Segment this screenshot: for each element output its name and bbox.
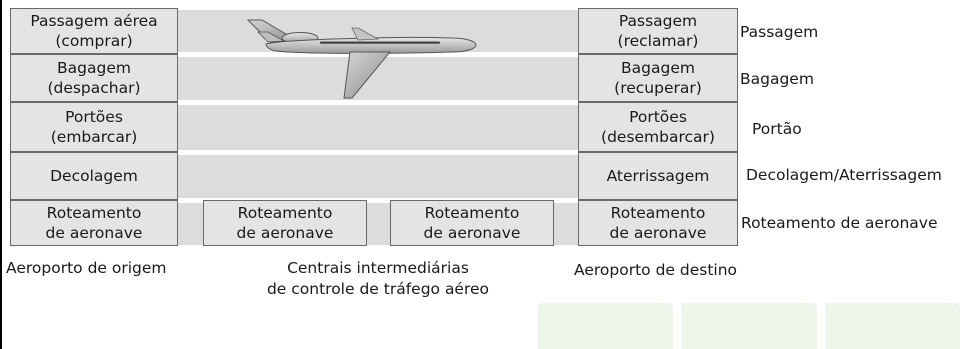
layer-label-gate: Portão bbox=[752, 120, 802, 138]
origin-takeoff-box: Decolagem bbox=[10, 152, 178, 200]
layer-label-ticket: Passagem bbox=[740, 23, 819, 41]
destination-baggage-claim-box: Bagagem (recuperar) bbox=[578, 54, 738, 102]
left-border-line bbox=[0, 0, 2, 349]
origin-routing-box: Roteamento de aeronave bbox=[10, 200, 178, 246]
layer-label-routing: Roteamento de aeronave bbox=[741, 214, 938, 232]
origin-ticket-purchase-box: Passagem aérea (comprar) bbox=[10, 8, 178, 54]
bottom-pad-2 bbox=[681, 303, 817, 349]
destination-landing-box: Aterrissagem bbox=[578, 152, 738, 200]
layer-label-baggage: Bagagem bbox=[740, 70, 814, 88]
destination-routing-box: Roteamento de aeronave bbox=[578, 200, 738, 246]
bottom-pad-1 bbox=[538, 303, 673, 349]
destination-gates-unload-box: Portões (desembarcar) bbox=[578, 102, 738, 152]
intermediate-routing-box-1: Roteamento de aeronave bbox=[203, 200, 367, 246]
destination-ticket-complain-box: Passagem (reclamar) bbox=[578, 8, 738, 54]
origin-airport-caption: Aeroporto de origem bbox=[6, 259, 167, 277]
intermediate-routing-box-2: Roteamento de aeronave bbox=[390, 200, 554, 246]
airplane-icon bbox=[246, 19, 477, 99]
bottom-pad-3 bbox=[825, 303, 960, 349]
destination-airport-caption: Aeroporto de destino bbox=[574, 261, 738, 279]
origin-gates-board-box: Portões (embarcar) bbox=[10, 102, 178, 152]
layer-label-takeoff-landing: Decolagem/Aterrissagem bbox=[746, 166, 942, 184]
intermediate-control-caption: Centrais intermediárias de controle de t… bbox=[266, 259, 490, 298]
origin-baggage-check-box: Bagagem (despachar) bbox=[10, 54, 178, 102]
